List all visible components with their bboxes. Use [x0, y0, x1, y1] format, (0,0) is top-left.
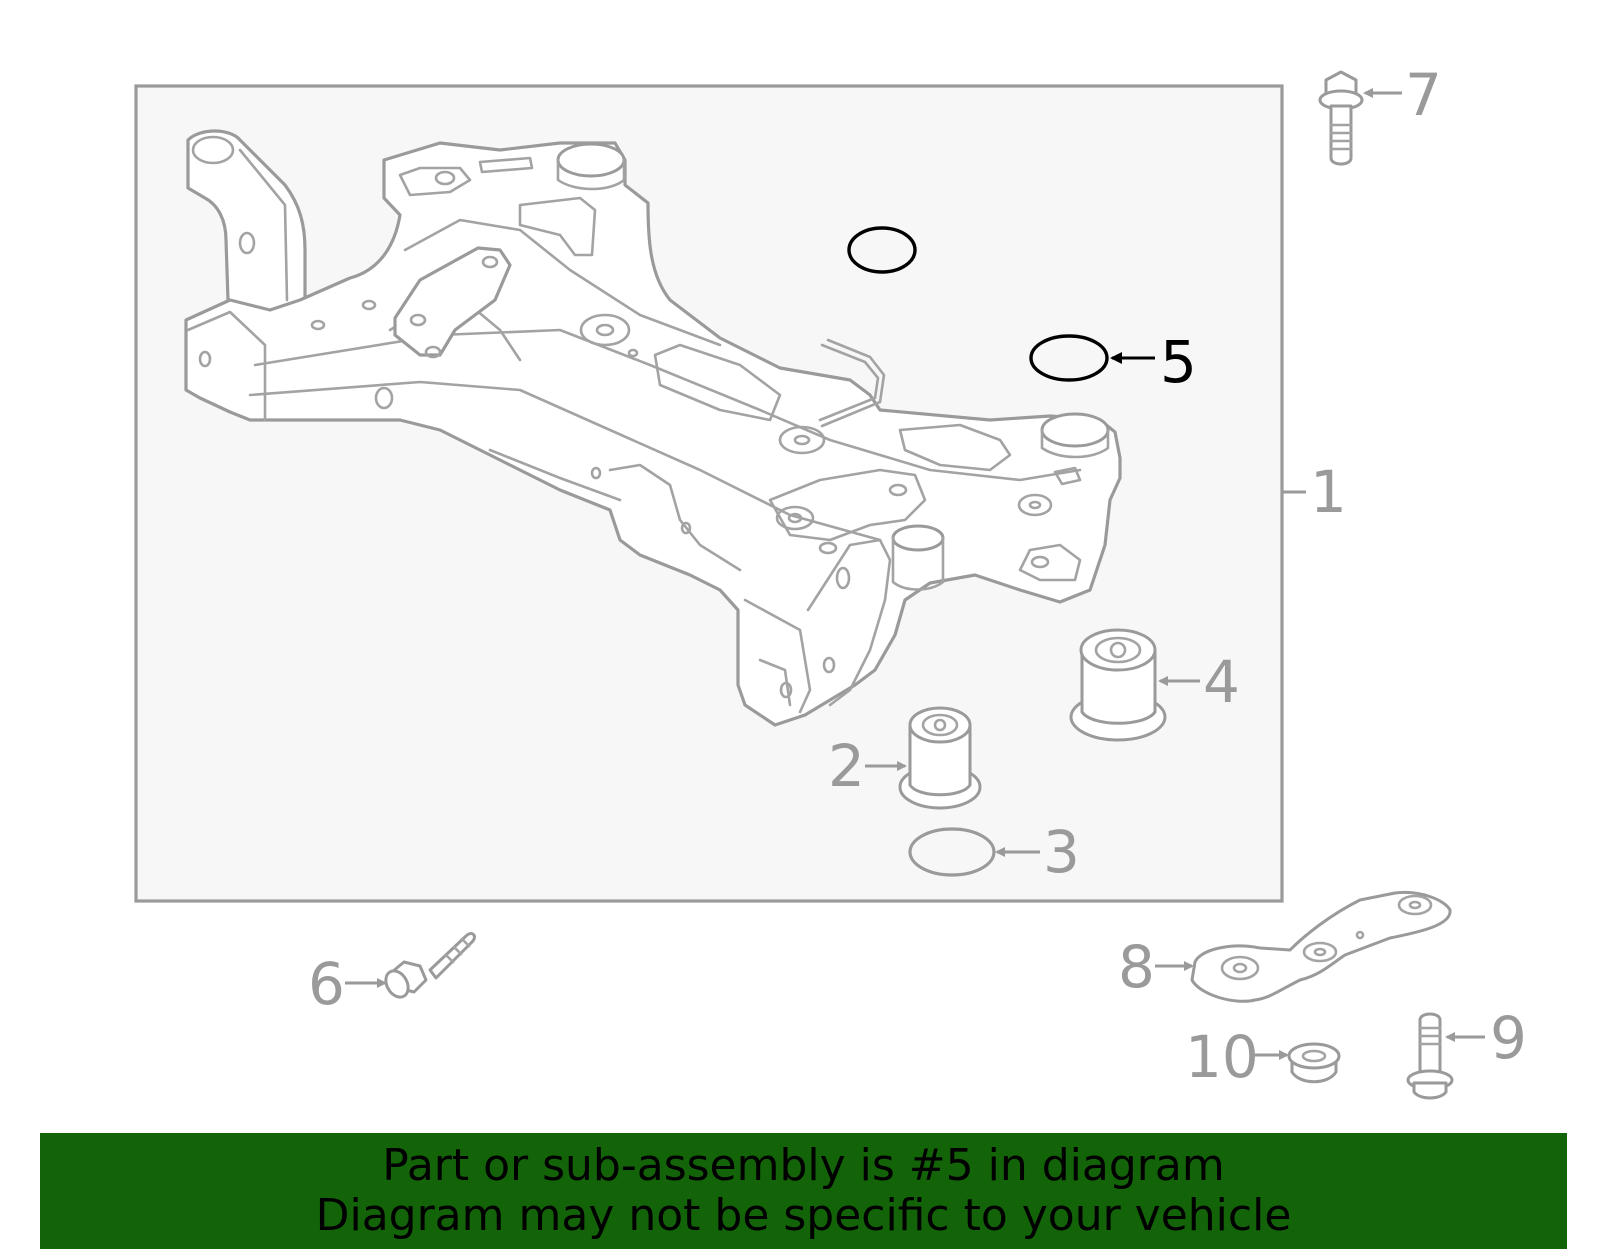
callout-8: 8 — [1118, 933, 1155, 1001]
part-9-bolt[interactable] — [1406, 1012, 1454, 1100]
callout-3: 3 — [1043, 818, 1080, 886]
callout-2: 2 — [828, 732, 865, 800]
part-2-bushing[interactable] — [898, 706, 982, 810]
banner-line-part: Part or sub-assembly is #5 in diagram — [382, 1140, 1225, 1191]
callout-7: 7 — [1405, 61, 1442, 129]
part-4-bushing[interactable] — [1069, 628, 1167, 742]
part-10-nut[interactable] — [1287, 1042, 1341, 1084]
part-5-upper-ring[interactable] — [847, 226, 917, 274]
part-5-lower-ring[interactable] — [1029, 334, 1109, 382]
callout-4: 4 — [1203, 648, 1240, 716]
callout-5: 5 — [1160, 328, 1197, 396]
part-8-bracket[interactable] — [1190, 890, 1452, 1003]
callout-6: 6 — [308, 950, 345, 1018]
callout-10: 10 — [1185, 1023, 1259, 1091]
info-banner: Part or sub-assembly is #5 in diagram Di… — [40, 1133, 1567, 1249]
callout-9: 9 — [1490, 1004, 1527, 1072]
part-6-bolt[interactable] — [381, 932, 476, 1002]
callout-1: 1 — [1310, 458, 1347, 526]
banner-line-disclaimer: Diagram may not be specific to your vehi… — [315, 1190, 1292, 1241]
part-7-bolt[interactable] — [1318, 70, 1364, 166]
part-3-ring[interactable] — [908, 827, 996, 877]
crossmember-illustration — [184, 129, 1122, 727]
